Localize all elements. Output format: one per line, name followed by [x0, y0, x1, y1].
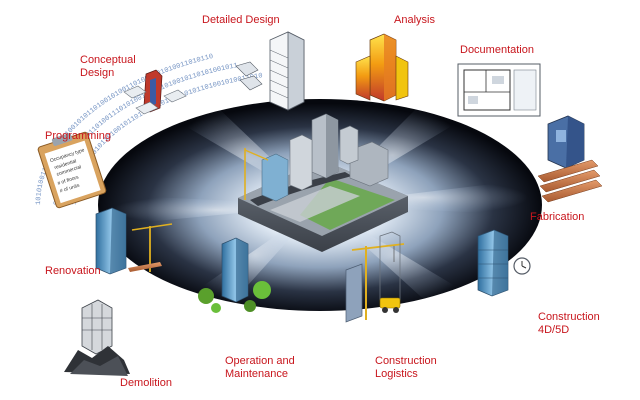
stage-label-renovation: Renovation: [45, 265, 101, 278]
stage-label-renovation-line-1: Renovation: [45, 265, 101, 277]
clipboard-icon: Occupancy type residential commercial # …: [37, 131, 107, 209]
crane-site-icon: [345, 231, 405, 323]
stage-label-demolition: Demolition: [120, 377, 172, 390]
excavator-icon: [379, 297, 401, 309]
factory-machine-icon: [537, 115, 603, 203]
stage-label-detailed-design: Detailed Design: [202, 14, 280, 27]
stage-label-conceptual-design-line-2: Design: [80, 67, 115, 79]
stage-label-operation-maintenance-line-1: Operation and: [225, 355, 295, 367]
stage-label-fabrication-line-1: Fabrication: [530, 211, 585, 223]
stage-label-detailed-design-line-1: Detailed Design: [202, 14, 280, 26]
tall-building-wireframe-icon: [235, 31, 305, 111]
stage-label-analysis-line-1: Analysis: [394, 14, 435, 26]
stage-label-programming: Programming: [45, 130, 111, 143]
stage-label-construction-4d5d-line-1: Construction: [538, 311, 600, 323]
stage-label-construction-logistics-line-1: Construction: [375, 355, 437, 367]
stage-label-conceptual-design-line-1: Conceptual: [80, 54, 136, 66]
stage-label-construction-4d5d-line-2: 4D/5D: [538, 324, 570, 336]
stage-label-fabrication: Fabrication: [530, 211, 584, 224]
stage-label-analysis: Analysis: [394, 14, 435, 27]
stage-label-construction-logistics-line-2: Logistics: [375, 368, 418, 380]
green-building-icon: [198, 237, 271, 313]
platform-plaza: [270, 186, 360, 222]
stage-label-documentation-line-1: Documentation: [460, 44, 534, 56]
floor-plan-drawing-icon: [457, 63, 541, 117]
stage-label-programming-line-1: Programming: [45, 130, 112, 142]
collapsed-building-icon: [64, 299, 130, 376]
city-platform: [238, 113, 408, 252]
platform-buildings: [244, 113, 389, 202]
concept-model-icon: [123, 69, 187, 115]
heatmap-building-icon: [355, 33, 409, 102]
stage-label-demolition-line-1: Demolition: [120, 377, 172, 389]
building-under-construction-icon: [477, 229, 531, 297]
stage-label-documentation: Documentation: [460, 44, 534, 57]
glass-tower-crane-icon: [95, 207, 173, 275]
stage-label-operation-maintenance-line-2: Maintenance: [225, 368, 288, 380]
